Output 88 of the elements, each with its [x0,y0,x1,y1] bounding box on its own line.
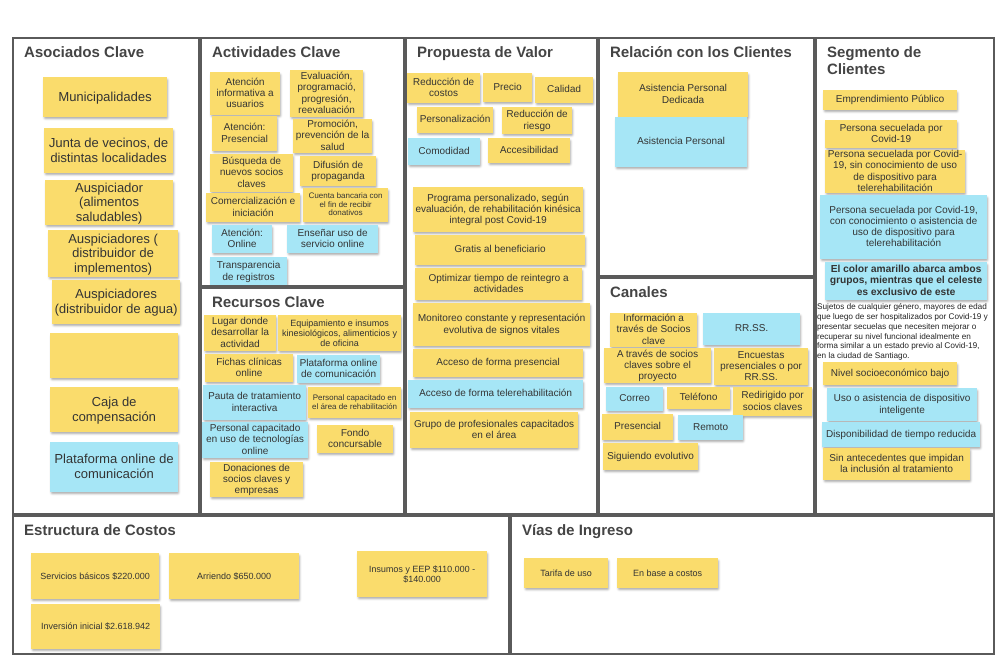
sticky-note: Monitoreo constante y representación evolutiva de signos vitales [413,303,590,346]
section-heading: Estructura de Costos [24,523,176,540]
sticky-note: Disponibilidad de tiempo reducida [822,422,980,447]
sticky-note: Optimizar tiempo de reintegro a actividades [415,268,582,300]
sticky-note: Precio [483,73,532,102]
sticky-note: Difusión de propaganda [300,156,376,186]
sticky-note: Siguiendo evolutivo [603,443,698,470]
canvas-section [598,277,815,515]
canvas-section [510,515,995,655]
sticky-note: Personal capacitado en uso de tecnologías online [202,422,308,458]
sticky-note: El color amarillo abarca ambos grupos, mientras que el celeste es exclusivo de este [825,262,987,300]
sticky-note: Comercialización e iniciación [206,193,300,222]
sticky-note: Auspiciador (alimentos saludables) [45,180,173,225]
sticky-note: En base a costos [617,558,718,588]
sticky-note: Auspiciadores ( distribuidor de implementos) [48,230,178,277]
sticky-note: Presencial [602,414,673,440]
sticky-note: Equipamiento e insumos kinesiológicos, alimenticios y de oficina [278,315,401,351]
canvas-section [405,37,598,515]
sticky-note: Tarifa de uso [524,558,608,588]
sticky-note: Acceso de forma presencial [413,349,583,377]
sticky-note: Servicios básicos $220.000 [31,553,159,599]
sticky-note: Nivel socioeconómico bajo [823,362,957,385]
canvas-section [12,37,200,515]
sticky-note: Gratis al beneficiario [415,235,585,265]
sticky-note: Municipalidades [43,77,167,117]
sticky-note: Evaluación, programació, progresión, reevaluación [290,70,363,117]
sticky-note: Programa personalizado, según evaluación, de rehabilitación kinésica integral post Covid-19 [413,187,583,232]
sticky-note: Redirigido por socios claves [733,387,812,416]
section-heading: Segmento de Clientes [827,45,922,78]
sticky-note: Promoción, prevención de la salud [293,119,372,153]
sticky-note: Atención: Online [212,225,272,253]
sticky-note: Inversión inicial $2.618.942 [31,604,160,649]
sticky-note: Arriendo $650.000 [169,553,299,599]
sticky-note: Búsqueda de nuevos socios claves [210,154,293,192]
sticky-note: Transparencia de registros [210,257,287,285]
sticky-note: Personalización [417,107,493,133]
sticky-note: Correo [606,387,663,411]
sticky-note: Donaciones de socios claves y empresas [210,462,303,497]
section-heading: Relación con los Clientes [610,45,792,62]
sticky-note [50,333,178,378]
sticky-note: Caja de compensación [50,387,178,432]
canvas-section [815,37,995,515]
sticky-note: Auspiciadores (distribuidor de agua) [52,280,180,324]
canvas-section [200,287,405,515]
sticky-note: Uso o asistencia de dispositivo inteligente [827,388,977,421]
sticky-note: Calidad [535,77,593,103]
sticky-note: Sin antecedentes que impidan la inclusión al tratamiento [823,448,970,480]
sticky-note: Enseñar uso de servicio online [287,225,378,253]
sticky-note: Asistencia Personal Dedicada [618,72,748,117]
sticky-note: Personal capacitado en el área de rehabilitación [308,387,401,418]
sticky-note: Insumos y EEP $110.000 - $140.000 [357,551,487,597]
sticky-note: Teléfono [667,387,730,409]
section-heading: Actividades Clave [212,45,340,62]
sticky-note: Plataforma online de comunicación [297,355,380,383]
sticky-note: Persona secuelada por Covid-19, con conocimiento o asistencia de uso de dispositivo para telerehabilitación [820,195,987,259]
sticky-note: Fichas clínicas online [205,354,293,382]
section-heading: Propuesta de Valor [417,45,553,62]
sticky-note: Atención informativa a usuarios [210,72,280,115]
sticky-note: A través de socios claves sobre el proyecto [604,348,711,383]
sticky-note: Atención: Presencial [212,116,277,151]
sticky-note: Accesibilidad [488,138,570,163]
sticky-note: Asistencia Personal [615,117,747,167]
sticky-note: Comodidad [408,138,480,165]
sticky-note: RR.SS. [703,313,800,345]
section-heading: Recursos Clave [212,295,325,312]
sticky-note: Persona secuelada por Covid-19 [825,120,957,148]
section-heading: Canales [610,285,668,302]
sticky-note: Remoto [678,415,743,440]
sticky-note: Plataforma online de comunicación [50,442,178,492]
sticky-note: Fondo concursable [317,425,393,453]
section-heading: Vías de Ingreso [522,523,633,540]
sticky-note: Cuenta bancaria con el fin de recibir donativos [303,188,388,222]
sticky-note: Información a través de Socios clave [610,313,697,347]
sticky-note: Reducción de costos [407,73,480,103]
sticky-note: Lugar donde desarrollar la actividad [204,315,276,351]
section-heading: Asociados Clave [24,45,144,62]
sticky-note: Junta de vecinos, de distintas localidades [44,128,173,173]
sticky-note: Pauta de tratamiento interactiva [203,385,306,420]
description-text: Sujetos de cualquier género, mayores de edad que luego de ser hospitalizados por Covid-19 y presentar secuelas que necesiten mejorar o recuperar su nivel funcional idealmente en forma similar a un estado previo al Covid-19, en la ciudad de Santiago. [817,302,989,362]
sticky-note: Persona secuelada por Covid-19, sin conocimiento de uso de dispositivo para telerehabilitación [825,150,965,193]
sticky-note: Encuestas presenciales o por RR.SS. [714,348,808,385]
sticky-note: Grupo de profesionales capacitados en el área [410,412,578,448]
canvas-section [200,37,405,287]
sticky-note: Acceso de forma telerehabilitación [408,380,583,408]
canvas-section [598,37,815,277]
canvas-section [12,515,510,655]
sticky-note: Reducción de riesgo [502,107,572,134]
sticky-note: Emprendimiento Público [823,90,957,110]
